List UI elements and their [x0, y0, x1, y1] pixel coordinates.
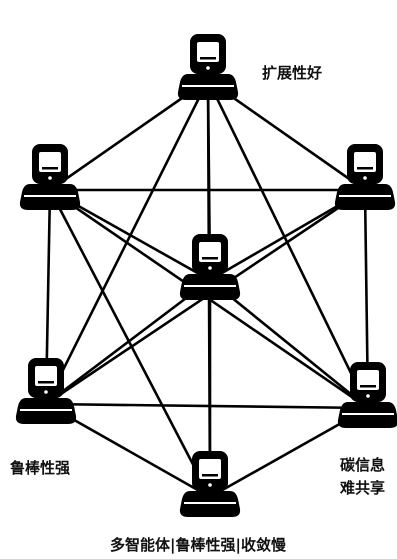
label-top: 扩展性好	[262, 64, 322, 82]
node-center	[179, 234, 241, 300]
computer-node-icon	[177, 34, 239, 100]
node-upper-right	[334, 144, 396, 210]
label-right-line2: 难共享	[339, 479, 385, 497]
computer-node-icon	[179, 451, 241, 517]
node-lower-right	[337, 362, 397, 428]
edge-upper-left-to-bottom	[48, 188, 212, 499]
computer-node-icon	[337, 362, 397, 428]
node-top	[177, 34, 239, 100]
node-lower-left	[15, 358, 77, 424]
label-bottom: 多智能体|鲁棒性强|收敛慢	[110, 536, 287, 555]
computer-node-icon	[334, 144, 396, 210]
label-right-line1: 碳信息	[340, 456, 385, 474]
edge-center-to-lower-left	[44, 278, 212, 406]
edge-center-to-lower-right	[208, 278, 370, 410]
label-left: 鲁棒性强	[10, 459, 70, 477]
computer-node-icon	[15, 358, 77, 424]
edge-lower-left-to-lower-right	[44, 402, 370, 410]
computer-node-icon	[179, 234, 241, 300]
node-bottom	[179, 451, 241, 517]
node-upper-left	[19, 144, 81, 210]
nodes-layer	[15, 34, 397, 517]
computer-node-icon	[19, 144, 81, 210]
edge-top-to-lower-right	[206, 78, 370, 410]
